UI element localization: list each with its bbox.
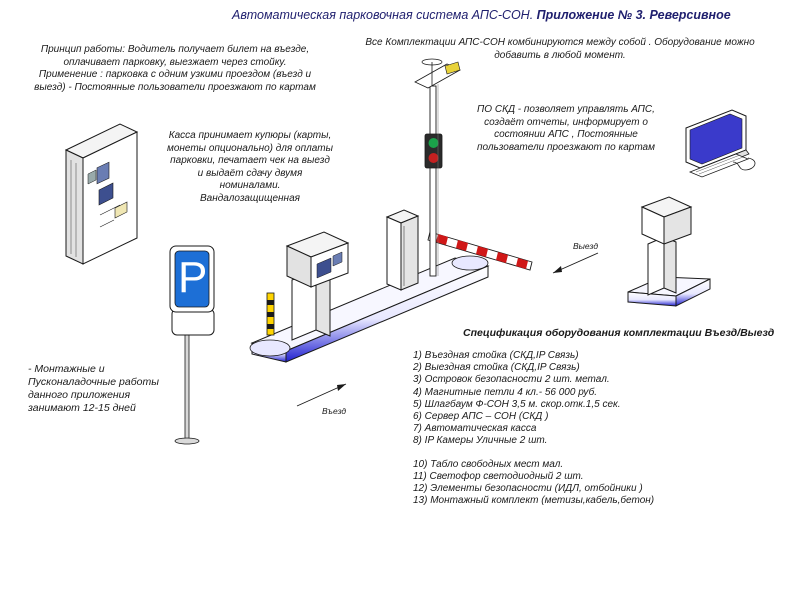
compat-line: Все Комплектации АПС-СОН комбинируются м…: [365, 37, 755, 48]
spec-item: 8) IP Камеры Уличные 2 шт.: [413, 435, 548, 447]
spec-list: 1) Въездная стойка (СКД,IP Связь) 2) Вые…: [413, 350, 654, 507]
install-line: занимают 12-15 дней: [28, 402, 136, 414]
spec-item: 7) Автоматическая касса: [413, 423, 537, 435]
spec-item: 3) Островок безопасности 2 шт. метал.: [413, 374, 610, 386]
cashbox-line: Касса принимает купюры (карты,: [168, 130, 332, 141]
spec-item: 4) Магнитные петли 4 кл.- 56 000 руб.: [413, 386, 598, 398]
software-note: ПО СКД - позволяет управлять АПС, создаё…: [466, 104, 666, 154]
installation-note: - Монтажные и Пусконаладочные работы дан…: [28, 363, 178, 415]
software-line: пользователи проезжают по картам: [477, 141, 655, 153]
compat-line: добавить в любой момент.: [494, 49, 626, 61]
traffic-light-pole: [414, 58, 461, 277]
barrier-cabinet: [385, 209, 420, 291]
spec-title: Спецификация оборудования комплектации В…: [463, 327, 775, 339]
spec-item: 10) Табло свободных мест мал.: [413, 458, 564, 470]
spec-item: 13) Монтажный комплект (метизы,кабель,бе…: [413, 495, 655, 507]
spec-item: 5) Шлагбаум Ф-СОН 3,5 м. скор.отк.1,5 се…: [413, 398, 621, 410]
cashbox-line: номиналами.: [219, 180, 281, 191]
server-computer: [685, 109, 756, 178]
software-line: создаёт отчеты, информирует о: [484, 116, 648, 128]
cashbox-line: Вандалозащищенная: [200, 192, 300, 204]
spec-item: 1) Въездная стойка (СКД,IP Связь): [413, 350, 579, 361]
principle-line: выезд) - Постоянные пользователи проезжа…: [34, 81, 316, 93]
safety-island: [249, 255, 490, 363]
exit-terminal: [627, 196, 711, 307]
principle-line: Принцип работы: Водитель получает билет …: [40, 44, 310, 55]
safety-bollard: [266, 292, 275, 336]
parking-sign: [169, 245, 215, 445]
entry-terminal: [285, 231, 350, 341]
install-line: данного приложения: [28, 389, 131, 401]
spec-item: 6) Сервер АПС – СОН (СКД ): [413, 411, 549, 423]
install-line: - Монтажные и: [28, 363, 105, 375]
title-appendix: Приложение № 3. Реверсивное: [536, 8, 731, 22]
cashbox-note: Касса принимает купюры (карты, монеты оп…: [160, 130, 340, 205]
spec-item: 11) Светофор светодиодный 2 шт.: [413, 470, 584, 482]
cashbox-line: и выдаёт сдачу двумя: [197, 167, 303, 179]
compatibility-note: Все Комплектации АПС-СОН комбинируются м…: [340, 37, 780, 62]
title-main: Автоматическая парковочная система АПС-С…: [232, 8, 534, 22]
software-line: состоянии АПС , Постоянные: [494, 129, 638, 140]
principle-note: Принцип работы: Водитель получает билет …: [10, 44, 340, 94]
principle-line: оплачивает парковку, выезжает через стой…: [63, 56, 287, 68]
exit-label: Выезд: [573, 241, 599, 251]
install-line: Пусконаладочные работы: [28, 376, 159, 388]
spec-item: 12) Элементы безопасности (ИДЛ, отбойник…: [413, 483, 643, 495]
barrier-arm: [427, 231, 533, 271]
payment-kiosk: [64, 123, 139, 265]
entry-arrow: [296, 383, 347, 407]
parking-sign-letter: P: [178, 253, 208, 302]
exit-arrow: [552, 252, 599, 274]
cashbox-line: парковки, печатает чек на выезд: [170, 155, 330, 166]
entry-label: Въезд: [322, 406, 347, 416]
principle-line: Применение : парковка с одним узкими про…: [38, 69, 312, 80]
software-line: ПО СКД - позволяет управлять АПС,: [477, 104, 655, 115]
page-title: Автоматическая парковочная система АПС-С…: [232, 9, 792, 22]
spec-item: 2) Выездная стойка (СКД,IP Связь): [413, 362, 580, 374]
cashbox-line: монеты опционально) для оплаты: [166, 142, 333, 154]
